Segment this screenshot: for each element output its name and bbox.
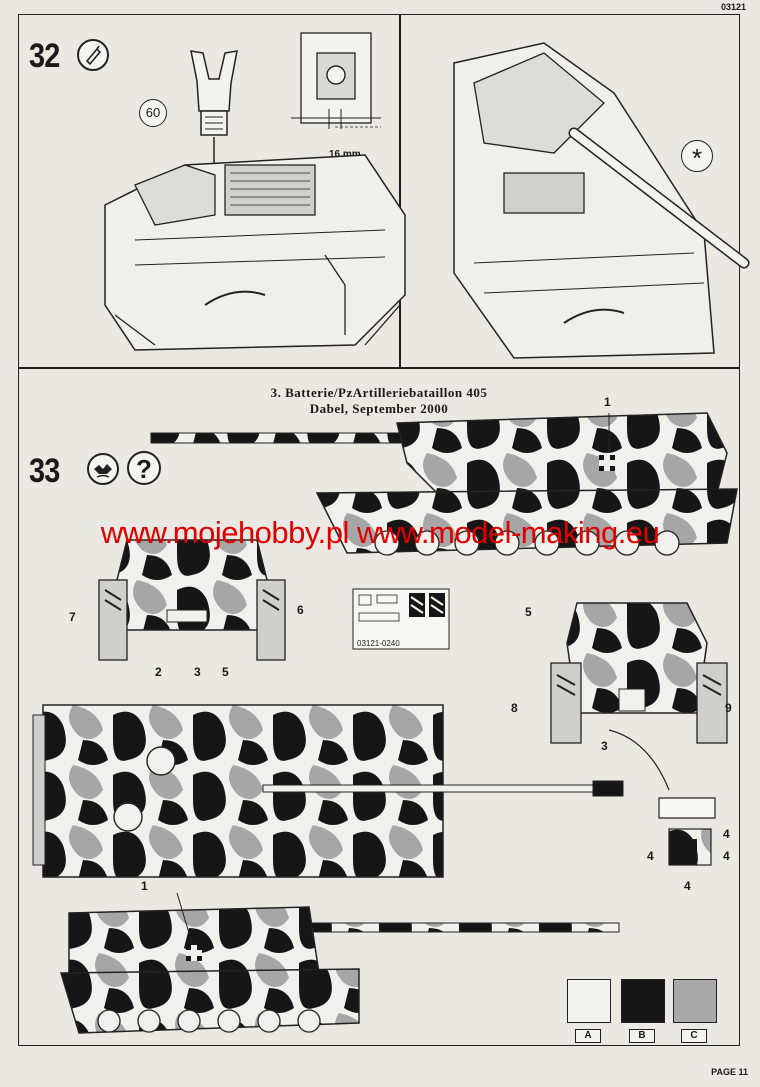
callout-2: 2: [155, 665, 162, 679]
step-32-number: 32: [29, 37, 60, 75]
instruction-frame: 32 60 16 mm: [18, 14, 750, 1046]
hull-rear-drawing: [104, 154, 406, 351]
top-view-drawing: [32, 704, 624, 878]
swatch-tag-a: A: [575, 1029, 601, 1043]
side-view-top-drawing: [150, 412, 738, 556]
step-33-number: 33: [29, 452, 60, 490]
callout-5-front: 5: [525, 605, 532, 619]
divider-horizontal: [19, 367, 739, 369]
decal-water-icon: [87, 453, 119, 485]
callout-4d: 4: [684, 879, 691, 893]
swatch-a: [567, 979, 611, 1023]
callout-3-front: 3: [601, 739, 608, 753]
rear-view-drawing: [98, 539, 286, 661]
decal-sheet-drawing: [352, 588, 450, 650]
completed-hull-drawing: [453, 42, 750, 359]
callout-4a: 4: [723, 827, 730, 841]
glue-icon: [77, 39, 109, 71]
help-icon: ?: [127, 451, 161, 485]
callout-4c: 4: [723, 849, 730, 863]
front-view-drawing: [550, 602, 728, 744]
callout-6: 6: [297, 603, 304, 617]
decal-sheet-code: 03121-0240: [357, 639, 400, 648]
swatch-c: [673, 979, 717, 1023]
caption-unit: 3. Batterie/PzArtilleriebataillon 405: [270, 385, 488, 400]
callout-5-rear: 5: [222, 665, 229, 679]
divider-vertical: [399, 15, 401, 367]
dimension-label: 16 mm: [329, 149, 361, 160]
caption-location-date: Dabel, September 2000: [309, 401, 449, 416]
callout-7: 7: [69, 610, 76, 624]
callout-3-rear: 3: [194, 665, 201, 679]
callout-4b: 4: [647, 849, 654, 863]
plate-detail-drawing: [608, 729, 716, 819]
callout-9: 9: [725, 701, 732, 715]
callout-1-top: 1: [604, 395, 611, 409]
watermark-text: www.mojehobby.pl www.model-making.eu: [100, 515, 660, 550]
part-60-label: 60: [139, 99, 167, 127]
page-number: PAGE 11: [711, 1067, 748, 1077]
note-asterisk-icon: *: [681, 140, 713, 173]
side-view-bottom-drawing: [59, 892, 620, 1034]
cross-detail-drawing: [668, 828, 712, 866]
callout-1-bottom: 1: [141, 879, 148, 893]
swatch-tag-b: B: [629, 1029, 655, 1043]
document-code: 03121: [720, 2, 746, 12]
hatch-detail-drawing: [291, 32, 381, 129]
swatch-b: [621, 979, 665, 1023]
swatch-tag-c: C: [681, 1029, 707, 1043]
callout-8: 8: [511, 701, 518, 715]
